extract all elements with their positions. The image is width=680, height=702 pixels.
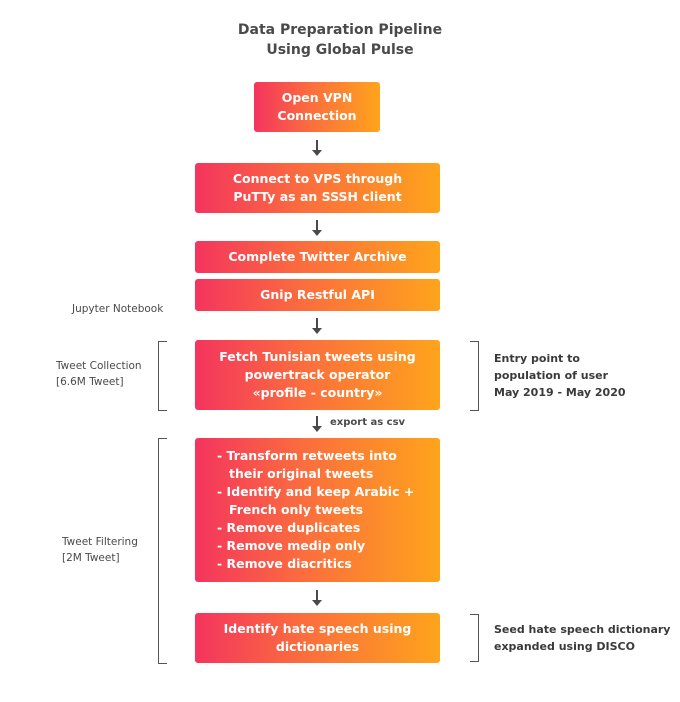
filtering-box: - Transform retweets into their original… [195, 438, 440, 582]
seed-dictionary-bracket [470, 614, 479, 662]
diagram-title: Data Preparation Pipeline Using Global P… [0, 20, 680, 60]
entry-point-line-3: May 2019 - May 2020 [494, 386, 626, 399]
hate-speech-line-1: Identify hate speech using [223, 621, 412, 636]
fetch-line-2: powertrack operator [244, 367, 391, 382]
arrow-4 [312, 416, 322, 432]
connect-vps-line-2: PuTTy as an SSSH client [233, 189, 402, 204]
connect-vps-box: Connect to VPS through PuTTy as an SSSH … [195, 163, 440, 213]
hate-speech-line-2: dictionaries [275, 639, 360, 654]
seed-dictionary-line-2: expanded using DISCO [494, 640, 635, 653]
tweet-filtering-count: [2M Tweet] [62, 552, 120, 564]
fetch-line-3: «profile - country» [252, 385, 383, 400]
seed-dictionary-line-1: Seed hate speech dictionary [494, 623, 671, 636]
title-line-2: Using Global Pulse [266, 42, 414, 58]
entry-point-line-2: population of user [494, 369, 609, 382]
jupyter-label: Jupyter Notebook [72, 303, 164, 315]
title-line-1: Data Preparation Pipeline [237, 22, 443, 38]
open-vpn-line-2: Connection [277, 108, 357, 123]
open-vpn-line-1: Open VPN [281, 90, 353, 105]
twitter-archive-label: Complete Twitter Archive [228, 249, 407, 264]
twitter-archive-box: Complete Twitter Archive [195, 241, 440, 273]
gnip-label: Gnip Restful API [260, 287, 375, 302]
filter-step-1: - Transform retweets into their original… [217, 448, 397, 481]
entry-point-line-1: Entry point to [494, 352, 580, 365]
fetch-line-1: Fetch Tunisian tweets using [219, 349, 416, 364]
fetch-tweets-box: Fetch Tunisian tweets using powertrack o… [195, 340, 440, 410]
connect-vps-line-1: Connect to VPS through [232, 171, 403, 186]
arrow-2 [312, 220, 322, 236]
tweet-filtering-bracket [158, 438, 167, 664]
arrow-5 [312, 590, 322, 606]
hate-speech-box: Identify hate speech using dictionaries [195, 613, 440, 663]
filter-step-4: - Remove medip only [217, 538, 366, 553]
export-csv-label: export as csv [330, 417, 406, 428]
tweet-collection-bracket [158, 341, 167, 411]
seed-dictionary-label: Seed hate speech dictionary expanded usi… [494, 621, 670, 655]
filter-step-2: - Identify and keep Arabic + French only… [217, 484, 415, 517]
tweet-collection-title: Tweet Collection [56, 360, 142, 372]
arrow-3 [312, 318, 322, 334]
filter-step-5: - Remove diacritics [217, 556, 352, 571]
entry-point-label: Entry point to population of user May 20… [494, 350, 626, 401]
gnip-box: Gnip Restful API [195, 279, 440, 311]
arrow-1 [312, 140, 322, 156]
entry-point-bracket [470, 341, 479, 411]
tweet-collection-count: [6.6M Tweet] [56, 376, 124, 388]
filter-step-3: - Remove duplicates [217, 520, 361, 535]
open-vpn-box: Open VPN Connection [254, 82, 380, 132]
tweet-filtering-title: Tweet Filtering [62, 536, 138, 548]
tweet-collection-label: Tweet Collection [6.6M Tweet] [56, 358, 142, 390]
tweet-filtering-label: Tweet Filtering [2M Tweet] [62, 534, 138, 566]
